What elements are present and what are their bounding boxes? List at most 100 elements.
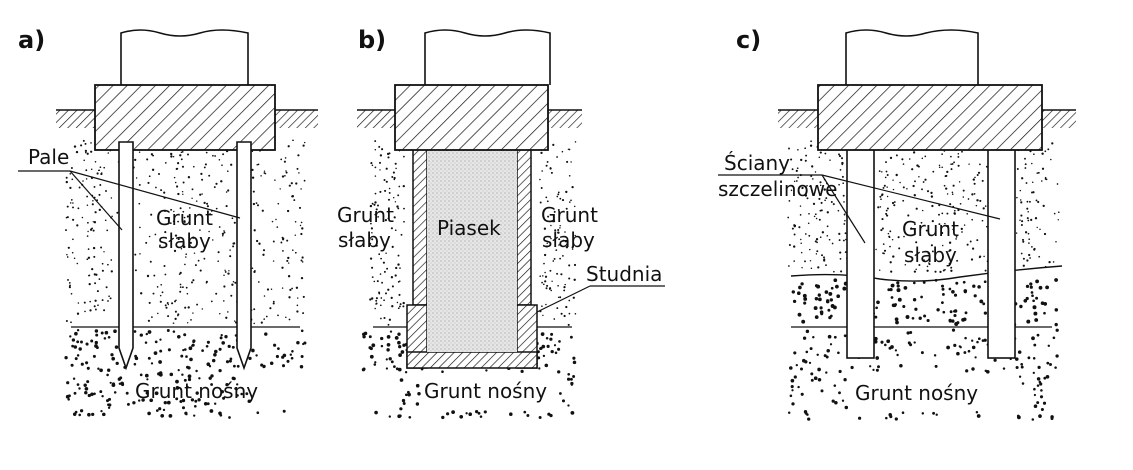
- soil-dot: [386, 335, 391, 339]
- soil-dot: [568, 264, 571, 267]
- soil-dot: [1055, 354, 1059, 358]
- soil-dot: [300, 354, 304, 359]
- soil-dot: [72, 238, 74, 241]
- soil-dot: [174, 310, 177, 313]
- soil-dot: [99, 166, 102, 169]
- soil-dot: [253, 322, 255, 325]
- soil-dot: [369, 204, 373, 208]
- soil-dot: [890, 296, 894, 299]
- soil-dot: [227, 344, 231, 349]
- soil-dot: [282, 409, 286, 413]
- soil-dot: [139, 373, 143, 377]
- soil-dot: [896, 288, 901, 293]
- panel-b-weak-soil-right-line1: Grunt: [541, 203, 598, 227]
- soil-dot: [823, 256, 825, 259]
- soil-dot: [221, 164, 223, 167]
- soil-dot: [896, 353, 899, 357]
- soil-dot: [1035, 279, 1039, 284]
- soil-dot: [175, 397, 179, 401]
- soil-dot: [105, 190, 107, 192]
- soil-dot: [74, 331, 78, 336]
- soil-dot: [101, 395, 104, 398]
- soil-dot: [818, 218, 821, 221]
- soil-dot: [957, 153, 960, 155]
- soil-dot: [791, 290, 795, 294]
- soil-dot: [539, 201, 542, 204]
- soil-dot: [973, 193, 976, 195]
- soil-dot: [838, 232, 841, 236]
- soil-dot: [1020, 214, 1023, 217]
- soil-dot: [844, 219, 846, 222]
- soil-dot: [817, 293, 821, 297]
- soil-dot: [397, 307, 400, 310]
- soil-dot: [71, 251, 74, 254]
- soil-dot: [557, 191, 560, 194]
- soil-dot: [795, 363, 798, 367]
- soil-dot: [232, 242, 235, 245]
- soil-dot: [838, 369, 842, 374]
- soil-dot: [180, 248, 183, 250]
- soil-dot: [931, 250, 934, 253]
- soil-dot: [1020, 362, 1024, 366]
- soil-dot: [559, 224, 561, 227]
- soil-dot: [878, 269, 881, 271]
- soil-dot: [277, 347, 280, 350]
- soil-dot: [556, 307, 559, 310]
- soil-dot: [541, 170, 543, 172]
- soil-dot: [815, 253, 818, 255]
- soil-dot: [84, 310, 86, 313]
- soil-dot: [979, 163, 981, 166]
- panel-a-pile-left: [118, 141, 134, 371]
- soil-dot: [836, 294, 841, 299]
- panel-a-weak-soil-line1: Grunt: [156, 206, 213, 230]
- soil-dot: [393, 365, 396, 368]
- soil-dot: [251, 168, 254, 172]
- soil-dot: [839, 251, 842, 254]
- soil-dot: [540, 332, 545, 336]
- soil-dot: [975, 410, 979, 414]
- soil-dot: [263, 295, 266, 297]
- soil-dot: [72, 412, 77, 417]
- soil-dot: [886, 339, 891, 344]
- soil-dot: [1043, 232, 1047, 236]
- soil-dot: [72, 206, 74, 209]
- soil-dot: [167, 348, 171, 352]
- soil-dot: [71, 178, 74, 181]
- soil-dot: [940, 284, 945, 288]
- soil-dot: [915, 241, 918, 244]
- soil-dot: [819, 181, 822, 184]
- soil-dot: [797, 312, 802, 317]
- soil-dot: [971, 218, 974, 221]
- soil-dot: [86, 366, 90, 370]
- soil-dot: [214, 155, 217, 157]
- soil-dot: [182, 210, 185, 213]
- soil-dot: [958, 181, 961, 183]
- soil-dot: [1033, 343, 1037, 347]
- soil-dot: [827, 334, 832, 339]
- soil-dot: [950, 266, 953, 269]
- soil-dot: [94, 282, 97, 285]
- soil-dot: [920, 351, 924, 355]
- soil-dot: [205, 151, 208, 154]
- soil-dot: [388, 318, 392, 321]
- soil-dot: [139, 253, 141, 255]
- soil-dot: [92, 354, 96, 358]
- soil-dot: [537, 356, 541, 360]
- soil-dot: [229, 249, 231, 251]
- soil-dot: [397, 367, 402, 372]
- soil-dot: [90, 339, 94, 343]
- soil-dot: [96, 290, 99, 293]
- soil-dot: [289, 353, 292, 356]
- soil-dot: [206, 202, 209, 205]
- soil-dot: [838, 153, 840, 156]
- panel-a-bearing-soil: Grunt nośny: [135, 379, 258, 403]
- soil-dot: [389, 330, 393, 333]
- soil-dot: [905, 315, 910, 319]
- soil-dot: [897, 297, 902, 302]
- soil-dot: [154, 340, 158, 344]
- soil-dot: [881, 218, 884, 221]
- soil-dot: [295, 286, 299, 289]
- soil-dot: [94, 161, 97, 163]
- soil-dot: [541, 344, 546, 349]
- soil-dot: [281, 364, 286, 368]
